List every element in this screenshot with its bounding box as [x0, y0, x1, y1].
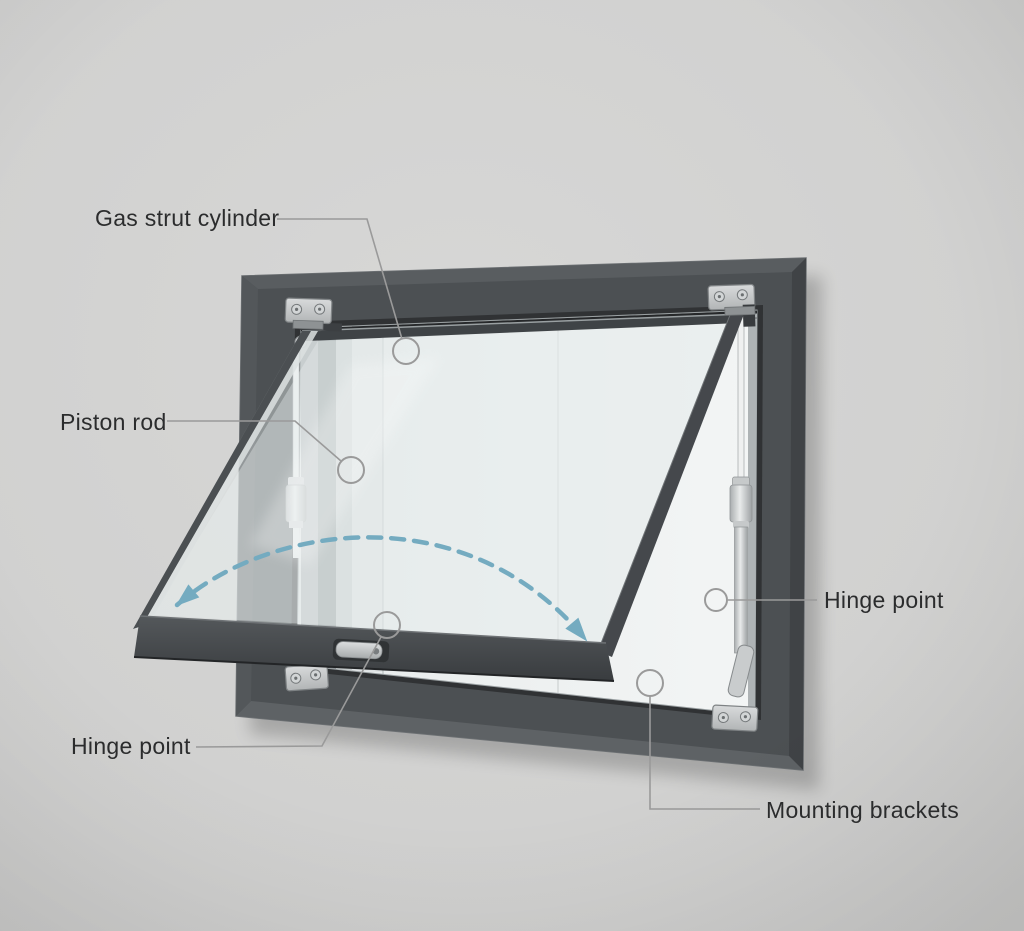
label-piston-rod: Piston rod — [60, 409, 167, 435]
mounting-bracket-bottom-right — [711, 704, 759, 732]
label-hinge-point-left: Hinge point — [71, 733, 191, 759]
label-hinge-point-right: Hinge point — [824, 587, 944, 613]
window-handle — [332, 638, 390, 663]
label-gas-strut-cylinder: Gas strut cylinder — [95, 205, 280, 231]
label-mounting-brackets: Mounting brackets — [766, 797, 960, 823]
